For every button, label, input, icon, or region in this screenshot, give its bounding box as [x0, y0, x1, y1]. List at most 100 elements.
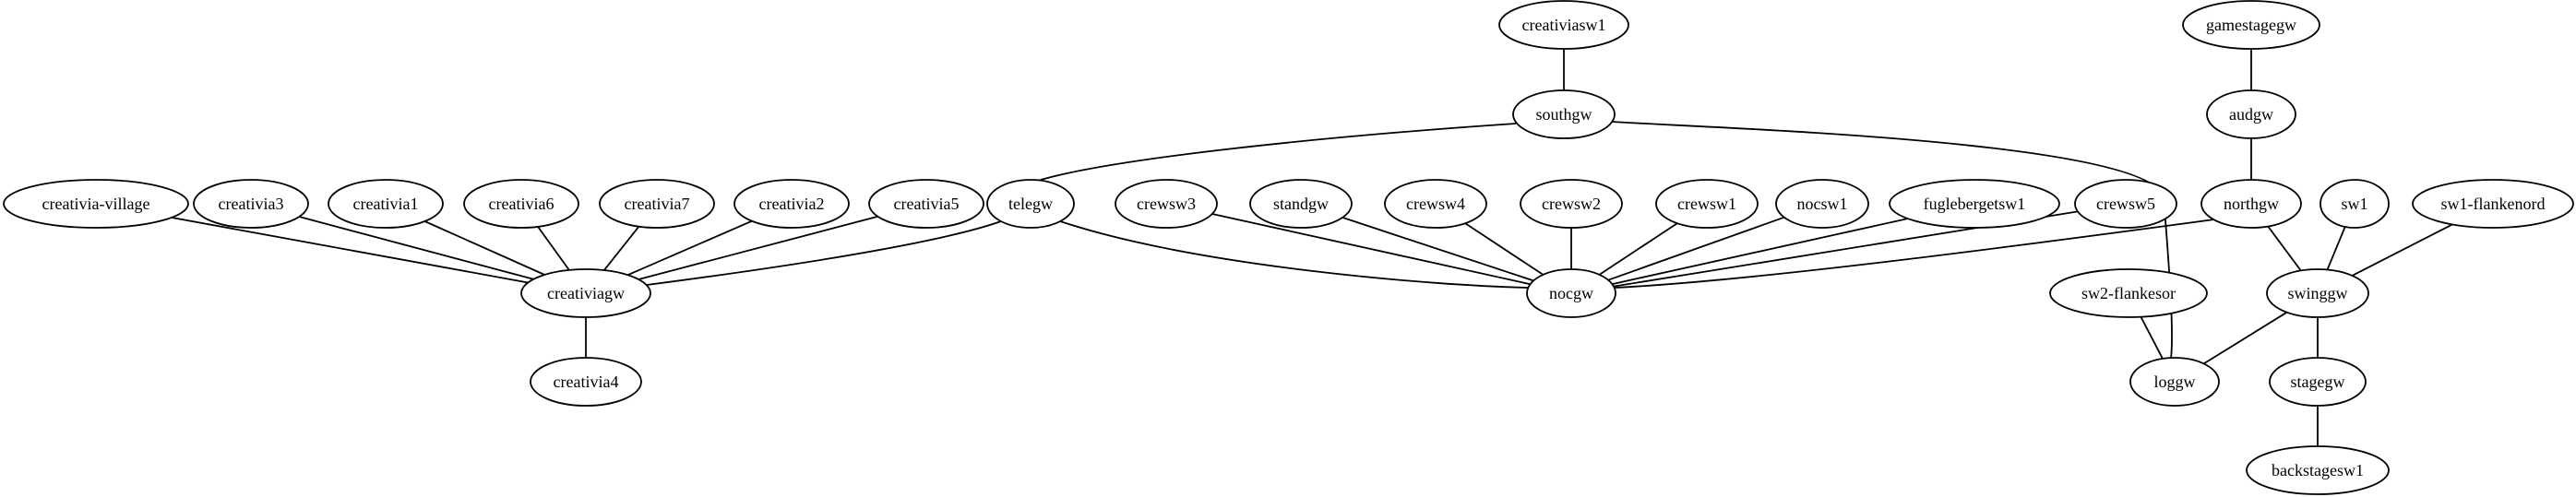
node-creativiasw1: creativiasw1: [1498, 0, 1629, 50]
node-ellipse: [2182, 0, 2320, 50]
edge-creativia-village-creativiagw: [171, 217, 529, 284]
node-label: creativia6: [489, 195, 555, 213]
node-label: creativia-village: [42, 195, 150, 213]
node-ellipse: [2206, 89, 2296, 139]
node-sw1: sw1: [2320, 179, 2390, 229]
node-label: standgw: [1273, 195, 1329, 213]
edge-creativia2-creativiagw: [627, 219, 753, 277]
node-loggw: loggw: [2129, 357, 2220, 407]
node-ellipse: [1775, 179, 1869, 229]
edge-sw1-swinggw: [2326, 226, 2346, 270]
node-label: loggw: [2154, 373, 2196, 391]
edge-creativia1-creativiagw: [424, 220, 545, 276]
node-ellipse: [1384, 179, 1487, 229]
node-label: creativia1: [353, 195, 419, 213]
node-audgw: audgw: [2206, 89, 2296, 139]
node-ellipse: [2074, 179, 2177, 229]
graph-edges: [171, 49, 2453, 446]
node-label: crewsw2: [1542, 195, 1601, 213]
node-ellipse: [2200, 179, 2302, 229]
edge-southgw-telegw: [1037, 123, 1517, 182]
node-crewsw3: crewsw3: [1115, 179, 1218, 229]
node-crewsw2: crewsw2: [1520, 179, 1623, 229]
node-label: stagegw: [2291, 373, 2345, 391]
node-label: nocsw1: [1797, 195, 1848, 213]
node-label: creativia4: [554, 373, 619, 391]
node-ellipse: [986, 179, 1075, 229]
edge-sw2-flankesor-loggw: [2140, 316, 2164, 360]
edge-crewsw1-nocgw: [1599, 222, 1678, 276]
node-nocsw1: nocsw1: [1775, 179, 1869, 229]
node-label: creativia7: [625, 195, 690, 213]
node-label: northgw: [2224, 195, 2279, 213]
edge-standgw-nocgw: [1342, 217, 1534, 282]
node-ellipse: [1526, 268, 1616, 318]
node-southgw: southgw: [1512, 89, 1616, 139]
edge-creativia6-creativiagw: [537, 226, 570, 271]
edge-crewsw3-nocgw: [1211, 213, 1531, 286]
node-crewsw1: crewsw1: [1655, 179, 1759, 229]
node-creativia2: creativia2: [733, 179, 850, 229]
node-ellipse: [1655, 179, 1759, 229]
node-crewsw5: crewsw5: [2074, 179, 2177, 229]
node-label: gamestagegw: [2206, 16, 2296, 34]
edge-crewsw4-nocgw: [1464, 222, 1544, 276]
node-ellipse: [1520, 179, 1623, 229]
node-stagegw: stagegw: [2269, 357, 2367, 407]
node-crewsw4: crewsw4: [1384, 179, 1487, 229]
node-ellipse: [1249, 179, 1353, 229]
node-ellipse: [2266, 268, 2369, 318]
node-northgw: northgw: [2200, 179, 2302, 229]
node-ellipse: [1115, 179, 1218, 229]
node-ellipse: [2129, 357, 2220, 407]
node-telegw: telegw: [986, 179, 1075, 229]
node-label: crewsw3: [1137, 195, 1196, 213]
node-gamestagegw: gamestagegw: [2182, 0, 2320, 50]
node-label: creativia2: [759, 195, 825, 213]
node-ellipse: [3, 179, 189, 229]
node-ellipse: [733, 179, 850, 229]
edge-nocsw1-nocgw: [1607, 216, 1785, 281]
node-ellipse: [2269, 357, 2367, 407]
edge-creativia5-creativiagw: [638, 215, 878, 280]
node-swinggw: swinggw: [2266, 268, 2369, 318]
edge-northgw-swinggw: [2267, 225, 2302, 272]
node-label: southgw: [1535, 105, 1592, 124]
node-backstagesw1: backstagesw1: [2246, 445, 2390, 495]
node-label: creativia3: [219, 195, 284, 213]
node-ellipse: [193, 179, 309, 229]
node-ellipse: [2412, 179, 2574, 229]
edge-telegw-creativiagw: [646, 220, 1002, 286]
node-sw1-flankenord: sw1-flankenord: [2412, 179, 2574, 229]
edge-swinggw-loggw: [2203, 311, 2288, 365]
node-ellipse: [868, 179, 984, 229]
node-sw2-flankesor: sw2-flankesor: [2049, 268, 2208, 318]
node-creativia4: creativia4: [530, 357, 642, 407]
node-label: backstagesw1: [2272, 461, 2364, 479]
node-label: crewsw4: [1406, 195, 1465, 213]
node-creativia1: creativia1: [328, 179, 444, 229]
node-label: crewsw5: [2096, 195, 2155, 213]
node-ellipse: [520, 268, 651, 318]
node-standgw: standgw: [1249, 179, 1353, 229]
node-label: swinggw: [2287, 284, 2347, 302]
node-fuglebergetsw1: fuglebergetsw1: [1889, 179, 2060, 229]
edge-creativia3-creativiagw: [299, 216, 534, 280]
node-label: creativiasw1: [1522, 16, 1606, 34]
node-creativia6: creativia6: [463, 179, 579, 229]
node-label: nocgw: [1549, 284, 1593, 302]
node-label: sw2-flankesor: [2081, 284, 2176, 302]
node-ellipse: [1498, 0, 1629, 50]
edge-sw1-flankenord-swinggw: [2351, 223, 2453, 277]
node-label: fuglebergetsw1: [1924, 195, 2026, 213]
node-label: audgw: [2229, 105, 2273, 124]
edge-telegw-nocgw: [1059, 220, 1530, 289]
node-label: sw1-flankenord: [2441, 195, 2546, 213]
edge-northgw-nocgw: [1613, 219, 2215, 289]
node-ellipse: [530, 357, 642, 407]
node-creativia5: creativia5: [868, 179, 984, 229]
node-creativia-village: creativia-village: [3, 179, 189, 229]
node-ellipse: [328, 179, 444, 229]
node-label: creativia5: [894, 195, 960, 213]
